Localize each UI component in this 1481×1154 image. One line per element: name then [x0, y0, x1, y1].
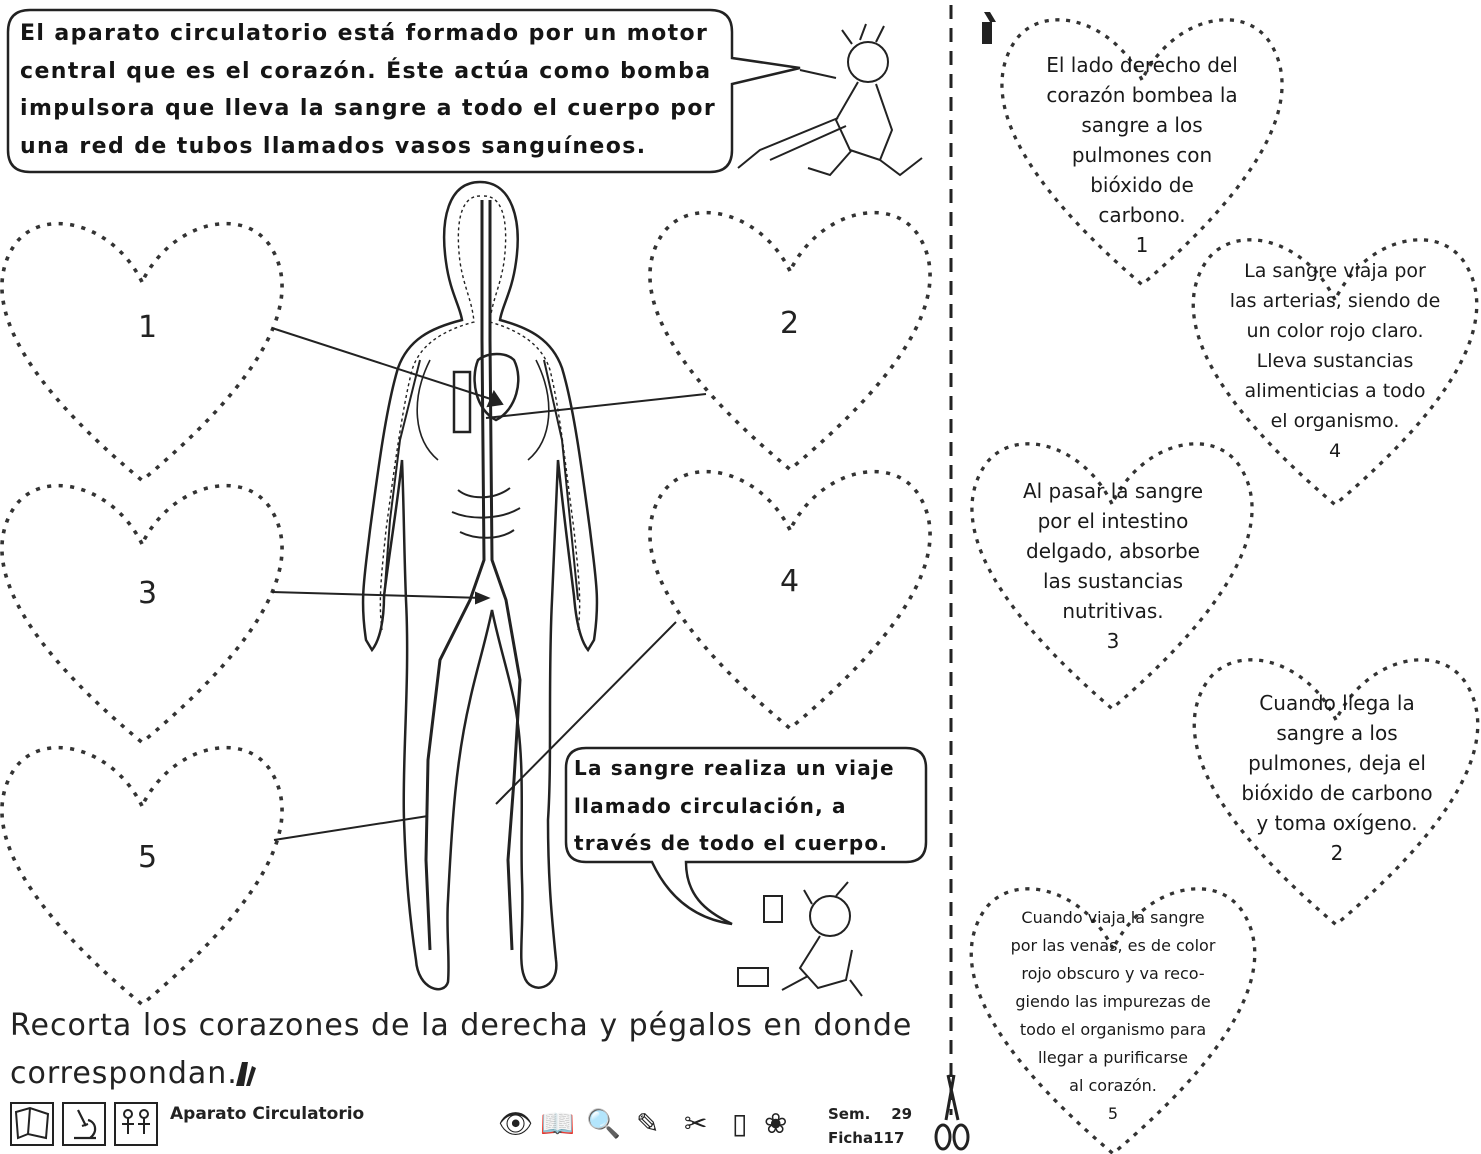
cutout-text: Cuando llega la sangre a los pulmones, d…	[1241, 691, 1433, 835]
scissors-bottom-icon	[934, 1074, 970, 1151]
instruction-line-1: Recorta los corazones de la derecha y pé…	[10, 1008, 913, 1043]
cutout-number: 4	[1328, 440, 1342, 462]
sem-label: Sem.	[828, 1105, 871, 1123]
intro-line-4: una red de tubos llamados vasos sanguíne…	[20, 133, 647, 159]
cutout-card-5[interactable]: Cuando viaja la sangre por las venas, es…	[982, 904, 1244, 1128]
instruction-line-2: correspondan.	[10, 1056, 238, 1091]
blank-heart-2	[648, 210, 932, 472]
glue-icon: ▯	[732, 1107, 748, 1140]
paint-icon: ❀	[764, 1107, 788, 1140]
pointer-lines	[271, 327, 707, 841]
intro-bubble: El aparato circulatorio está formado por…	[20, 15, 716, 165]
human-body-diagram	[361, 180, 599, 991]
travel-line-2: llamado circulación, a	[574, 793, 847, 818]
book-icon: 📖	[540, 1107, 575, 1140]
scissors-icon: ✂	[684, 1107, 708, 1140]
magnifier-icon: 🔍	[586, 1107, 621, 1140]
cutout-text: Al pasar la sangre por el intestino delg…	[1022, 479, 1204, 623]
microscope-icon	[62, 1102, 106, 1146]
scissors-small-icon	[236, 1062, 256, 1086]
scissors-top-icon	[982, 12, 996, 44]
boy-character-top	[737, 23, 923, 177]
footer-title: Aparato Circulatorio	[170, 1104, 365, 1124]
blank-heart-number-2: 2	[780, 306, 800, 341]
blank-heart-3	[0, 483, 284, 745]
ficha-label: Ficha117	[828, 1129, 905, 1147]
blank-heart-5	[0, 745, 284, 1007]
blank-heart-4	[648, 469, 932, 731]
blank-heart-1	[0, 221, 284, 483]
cutout-card-4[interactable]: La sangre viaja por las arterias, siendo…	[1200, 256, 1470, 466]
travel-bubble-outline	[564, 746, 928, 926]
pencil-icon: ✎	[636, 1107, 660, 1140]
blank-heart-number-5: 5	[138, 840, 158, 875]
cutout-text: El lado derecho del corazón bombea la sa…	[1046, 53, 1238, 227]
boy-character-bottom	[737, 881, 863, 997]
intro-bubble-outline	[6, 8, 801, 174]
cutout-number: 2	[1330, 841, 1344, 865]
blank-heart-number-1: 1	[138, 310, 158, 345]
sem-value: 29	[891, 1105, 913, 1123]
cutout-card-1[interactable]: El lado derecho del corazón bombea la sa…	[1012, 50, 1272, 260]
blank-heart-number-4: 4	[780, 564, 800, 599]
cutout-text: Cuando viaja la sangre por las venas, es…	[1010, 908, 1216, 1095]
cutout-number: 3	[1106, 629, 1120, 653]
cutout-card-3[interactable]: Al pasar la sangre por el intestino delg…	[988, 476, 1238, 656]
travel-line-1: La sangre realiza un viaje	[574, 756, 895, 780]
figures-icon	[114, 1102, 158, 1146]
blank-heart-number-3: 3	[138, 576, 158, 611]
cutout-card-2[interactable]: Cuando llega la sangre a los pulmones, d…	[1206, 688, 1468, 868]
cutout-number: 1	[1135, 233, 1149, 257]
cutout-number: 5	[1107, 1104, 1119, 1123]
cutout-text: La sangre viaja por las arterias, siendo…	[1229, 260, 1441, 432]
travel-bubble: La sangre realiza un viaje llamado circu…	[574, 750, 895, 863]
eye-icon: 👁	[498, 1107, 534, 1140]
intro-line-3: impulsora que lleva la sangre a todo el …	[20, 96, 717, 121]
intro-line-1: El aparato circulatorio está formado por…	[20, 21, 709, 46]
travel-line-3: través de todo el cuerpo.	[574, 831, 889, 855]
map-icon	[10, 1102, 54, 1146]
week-info: Sem. 29	[828, 1102, 912, 1126]
intro-line-2: central que es el corazón. Éste actúa co…	[20, 58, 712, 84]
